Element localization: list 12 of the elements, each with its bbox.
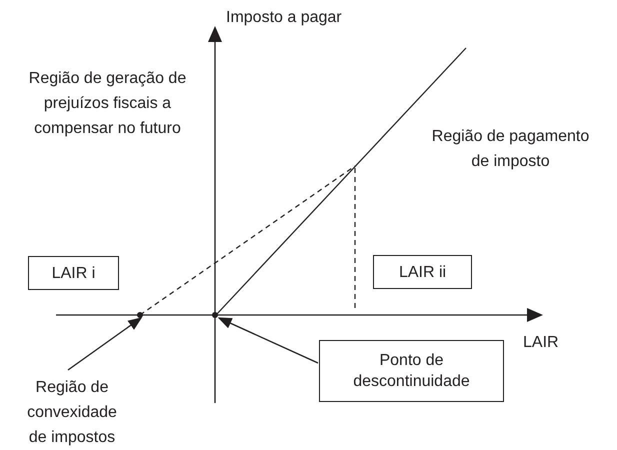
- callout-text: Região de convexidade de impostos: [22, 375, 122, 450]
- axis-title: LAIR: [523, 333, 560, 353]
- axis-title: Imposto a pagar: [226, 8, 343, 28]
- axis-point: [137, 312, 143, 318]
- label-box: LAIR i: [28, 256, 119, 290]
- region-label: Região de geração de prejuízos fiscais a compensar no futuro: [28, 69, 188, 139]
- axis-point: [212, 312, 218, 318]
- label-box: LAIR ii: [373, 255, 472, 289]
- callout-box: Ponto de descontinuidade: [319, 340, 504, 402]
- region-label: Região de pagamento de imposto: [430, 127, 590, 172]
- leader-arrow: [68, 317, 142, 371]
- leader-arrow: [218, 317, 318, 364]
